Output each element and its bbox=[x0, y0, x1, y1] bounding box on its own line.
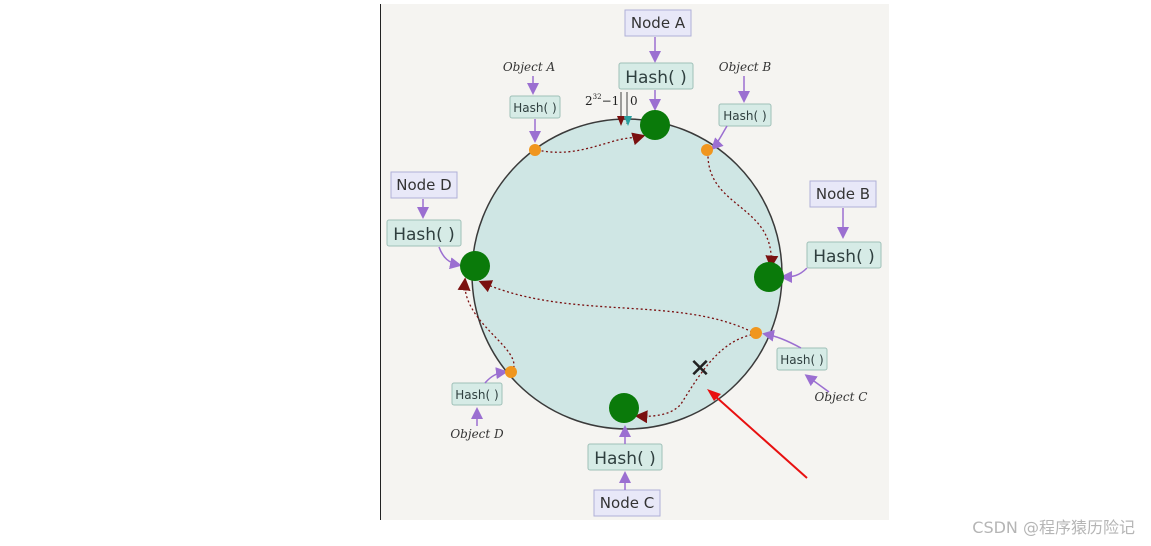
node-b-label: Node B bbox=[816, 185, 870, 203]
consistent-hashing-figure: 232−1 0 Node A Hash( ) Node B Hash( ) No… bbox=[381, 4, 889, 520]
object-b-label: Object B bbox=[719, 60, 772, 74]
node-a-hash-label: Hash( ) bbox=[625, 68, 687, 88]
node-c-box bbox=[593, 489, 661, 517]
object-d-path bbox=[457, 277, 515, 373]
object-d-point bbox=[505, 366, 517, 378]
ring-end-label: 232−1 bbox=[585, 93, 619, 108]
node-b-point bbox=[754, 262, 784, 292]
object-c-hash-arrow bbox=[762, 329, 802, 349]
node-c-label: Node C bbox=[600, 494, 654, 512]
ring-end-arrowhead bbox=[617, 116, 625, 126]
removed-node-x-icon: ✕ bbox=[689, 354, 711, 384]
object-b-path bbox=[707, 151, 779, 269]
node-a-box bbox=[624, 9, 692, 37]
node-d-hash-arrow bbox=[438, 246, 462, 270]
node-b-hash-arrow bbox=[780, 267, 808, 283]
node-d-point bbox=[460, 251, 490, 281]
object-c-hash-box bbox=[776, 347, 828, 371]
pointer-arrow-head-icon bbox=[707, 389, 721, 401]
node-d-box bbox=[390, 171, 458, 199]
node-b-box bbox=[809, 180, 877, 208]
object-a-label: Object A bbox=[503, 60, 556, 74]
node-d-hash-label: Hash( ) bbox=[393, 225, 455, 245]
watermark: CSDN @程序猿历险记 bbox=[972, 518, 1135, 537]
object-c-hash-label: Hash( ) bbox=[780, 353, 823, 367]
object-b-hash-arrow bbox=[710, 125, 728, 151]
ring-start-label: 0 bbox=[630, 94, 638, 108]
diagram-canvas: 232−1 0 Node A Hash( ) Node B Hash( ) No… bbox=[386, 9, 882, 517]
node-d-label: Node D bbox=[396, 176, 451, 194]
pointer-arrow-line bbox=[714, 395, 808, 479]
node-d-hash-box bbox=[386, 219, 462, 247]
object-b-hash-box bbox=[718, 103, 772, 127]
node-c-point bbox=[609, 393, 639, 423]
object-a-hash-label: Hash( ) bbox=[513, 101, 556, 115]
object-b-hash-label: Hash( ) bbox=[723, 109, 766, 123]
hash-ring bbox=[471, 118, 783, 430]
object-a-path bbox=[536, 132, 646, 153]
object-c-label: Object C bbox=[815, 390, 868, 404]
object-c-reassign-path bbox=[634, 333, 757, 424]
object-d-hash-box bbox=[451, 382, 503, 406]
object-b-point bbox=[701, 144, 713, 156]
node-a-point bbox=[640, 110, 670, 140]
object-d-label: Object D bbox=[450, 427, 504, 441]
node-c-hash-label: Hash( ) bbox=[594, 449, 656, 469]
left-border-line bbox=[380, 4, 381, 520]
object-c-point bbox=[750, 327, 762, 339]
node-a-hash-box bbox=[618, 62, 694, 90]
node-b-hash-label: Hash( ) bbox=[813, 247, 875, 267]
object-c-path bbox=[478, 280, 757, 335]
object-d-hash-arrow bbox=[484, 367, 508, 384]
object-a-point bbox=[529, 144, 541, 156]
object-c-arrow bbox=[804, 374, 830, 393]
node-b-hash-box bbox=[806, 241, 882, 269]
ring-start-arrowhead bbox=[624, 116, 632, 126]
node-a-label: Node A bbox=[631, 14, 686, 32]
object-d-hash-label: Hash( ) bbox=[455, 388, 498, 402]
object-a-hash-box bbox=[509, 95, 561, 119]
